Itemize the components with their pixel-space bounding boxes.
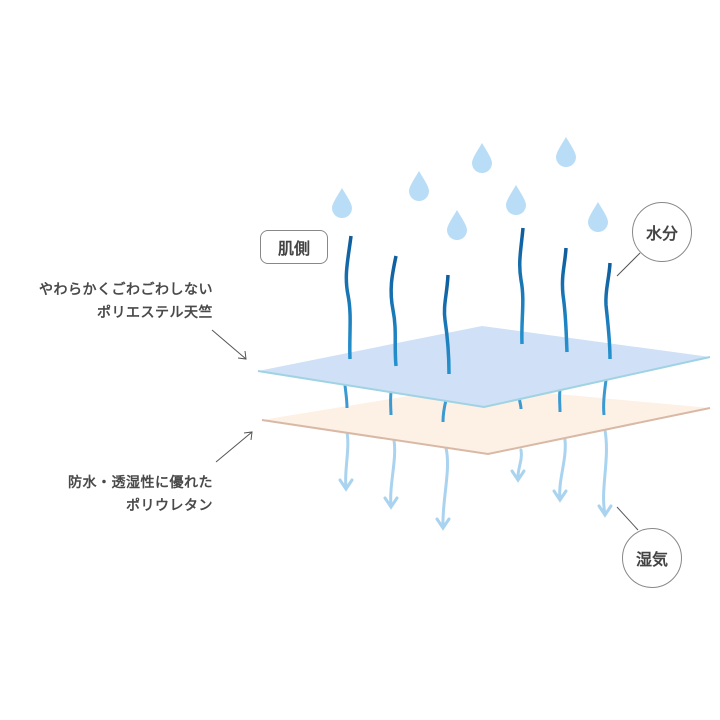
moisture-bubble: 水分: [632, 202, 692, 262]
water-drop-icon: [506, 185, 526, 215]
polyurethane-line2: ポリウレタン: [126, 498, 213, 514]
polyurethane-description: 防水・透湿性に優れた ポリウレタン: [68, 472, 213, 518]
skin-side-label: 肌側: [260, 230, 328, 264]
arrow-to-polyurethane: [215, 431, 253, 463]
vapor-arrows: [338, 428, 613, 531]
humidity-bubble: 湿気: [622, 528, 682, 588]
polyurethane-layer: [262, 386, 710, 454]
water-drop-icon: [332, 188, 352, 218]
water-drop-icon: [447, 210, 467, 240]
polyester-layer: [258, 326, 710, 407]
water-drop-icon: [472, 143, 492, 173]
arrow-to-polyester: [211, 329, 247, 360]
water-drops: [332, 137, 608, 240]
water-drop-icon: [409, 171, 429, 201]
polyester-line1: やわらかくごわごわしない: [39, 282, 213, 298]
polyester-description: やわらかくごわごわしない ポリエステル天竺: [39, 279, 213, 325]
water-drop-icon: [588, 202, 608, 232]
polyurethane-line1: 防水・透湿性に優れた: [68, 475, 213, 491]
fibers-middle: [343, 379, 608, 423]
polyester-line2: ポリエステル天竺: [97, 305, 213, 321]
leader-lines: [211, 252, 641, 531]
water-drop-icon: [556, 137, 576, 167]
fibers-top: [344, 227, 612, 375]
